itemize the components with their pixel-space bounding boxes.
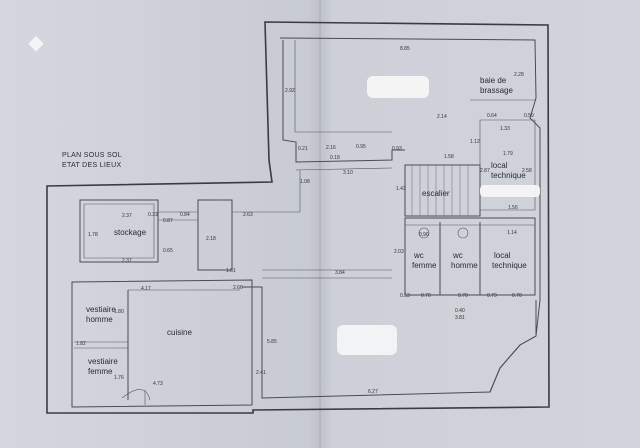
room-label-cuisine: cuisine xyxy=(167,328,192,337)
staircase-steps xyxy=(411,165,469,216)
svg-text:0.87: 0.87 xyxy=(163,218,173,224)
room-label-escalier: escalier xyxy=(422,189,450,198)
toilet-icon xyxy=(418,227,430,239)
svg-text:1.80: 1.80 xyxy=(114,309,124,315)
svg-text:2.87: 2.87 xyxy=(480,168,490,174)
room-label-vestiaire-femme: femme xyxy=(88,367,113,376)
svg-text:2.92: 2.92 xyxy=(285,88,295,94)
svg-text:3.81: 3.81 xyxy=(455,315,465,321)
svg-text:0.84: 0.84 xyxy=(180,212,190,218)
svg-text:0.33: 0.33 xyxy=(148,212,158,218)
svg-text:1.61: 1.61 xyxy=(226,268,236,274)
stockage-walls xyxy=(79,199,159,263)
redaction-blur xyxy=(480,185,540,197)
room-label-baie-brassage: baie de xyxy=(480,76,507,85)
svg-text:0.93: 0.93 xyxy=(392,146,402,152)
cuisine-walls xyxy=(71,279,253,408)
svg-text:1.56: 1.56 xyxy=(508,205,518,211)
svg-text:0.40: 0.40 xyxy=(455,308,465,314)
room-label-vestiaire-homme: vestiaire xyxy=(86,305,116,314)
room-label-vestiaire-femme: vestiaire xyxy=(88,357,118,366)
svg-text:0.59: 0.59 xyxy=(524,113,534,119)
svg-text:2.41: 2.41 xyxy=(256,370,266,376)
outer-wall xyxy=(46,21,550,414)
svg-text:4.17: 4.17 xyxy=(141,286,151,292)
svg-text:1.78: 1.78 xyxy=(88,232,98,238)
room-label-baie-brassage: brassage xyxy=(480,86,513,95)
svg-text:8.85: 8.85 xyxy=(400,46,410,52)
svg-text:0.53: 0.53 xyxy=(400,293,410,299)
svg-text:1.33: 1.33 xyxy=(500,126,510,132)
svg-text:1.76: 1.76 xyxy=(114,375,124,381)
svg-text:0.70: 0.70 xyxy=(421,293,431,299)
plan-title-line2: ETAT DES LIEUX xyxy=(62,162,121,169)
svg-text:2.18: 2.18 xyxy=(206,236,216,242)
svg-text:2.66: 2.66 xyxy=(233,285,243,291)
svg-text:0.79: 0.79 xyxy=(487,293,497,299)
svg-text:2.63: 2.63 xyxy=(243,212,253,218)
room-label-vestiaire-homme: homme xyxy=(86,315,113,324)
upper-corridor-walls xyxy=(282,40,405,163)
svg-text:1.08: 1.08 xyxy=(300,179,310,185)
svg-text:3.84: 3.84 xyxy=(335,270,345,276)
svg-text:0.18: 0.18 xyxy=(330,155,340,161)
svg-text:2.37: 2.37 xyxy=(122,258,132,264)
svg-text:1.43: 1.43 xyxy=(396,186,406,192)
svg-text:0.96: 0.96 xyxy=(419,232,429,238)
staircase-walls xyxy=(404,164,481,217)
paper-mark xyxy=(28,35,44,52)
room-label-local-technique: local xyxy=(491,161,508,170)
svg-text:5.85: 5.85 xyxy=(267,339,277,345)
redaction-blur xyxy=(367,76,429,98)
svg-text:6.27: 6.27 xyxy=(368,389,378,395)
svg-text:4.73: 4.73 xyxy=(153,381,163,387)
redaction-blur xyxy=(337,325,397,355)
svg-text:1.12: 1.12 xyxy=(470,139,480,145)
svg-text:1.82: 1.82 xyxy=(76,341,86,347)
room-label-wc-homme: wc xyxy=(452,251,463,260)
svg-text:2.16: 2.16 xyxy=(326,145,336,151)
svg-text:0.70: 0.70 xyxy=(512,293,522,299)
room-label-local-technique: technique xyxy=(491,171,526,180)
svg-text:0.70: 0.70 xyxy=(458,293,468,299)
wc-block-walls xyxy=(404,217,536,296)
svg-text:2.28: 2.28 xyxy=(514,72,524,78)
room-label-wc-homme: homme xyxy=(451,261,478,270)
svg-text:3.10: 3.10 xyxy=(343,170,353,176)
svg-text:0.64: 0.64 xyxy=(487,113,497,119)
room-label-local-technique: technique xyxy=(492,261,527,270)
svg-text:2.58: 2.58 xyxy=(522,168,532,174)
room-label-wc-femme: wc xyxy=(413,251,424,260)
svg-text:2.37: 2.37 xyxy=(122,213,132,219)
plan-title-line1: PLAN SOUS SOL xyxy=(62,152,122,159)
toilet-icon xyxy=(457,227,469,239)
room-label-wc-femme: femme xyxy=(412,261,437,270)
svg-text:1.79: 1.79 xyxy=(503,151,513,157)
svg-text:0.21: 0.21 xyxy=(298,146,308,152)
svg-text:0.65: 0.65 xyxy=(163,248,173,254)
svg-text:2.14: 2.14 xyxy=(437,114,447,120)
dimension-labels: 8.85 2.92 2.28 2.14 0.64 0.59 1.33 1.12 … xyxy=(76,46,534,395)
svg-text:0.95: 0.95 xyxy=(356,144,366,150)
svg-text:1.58: 1.58 xyxy=(444,154,454,160)
room-label-stockage: stockage xyxy=(114,228,147,237)
svg-text:1.14: 1.14 xyxy=(507,230,517,236)
room-label-local-technique: local xyxy=(494,251,511,260)
svg-text:2.03: 2.03 xyxy=(394,249,404,255)
